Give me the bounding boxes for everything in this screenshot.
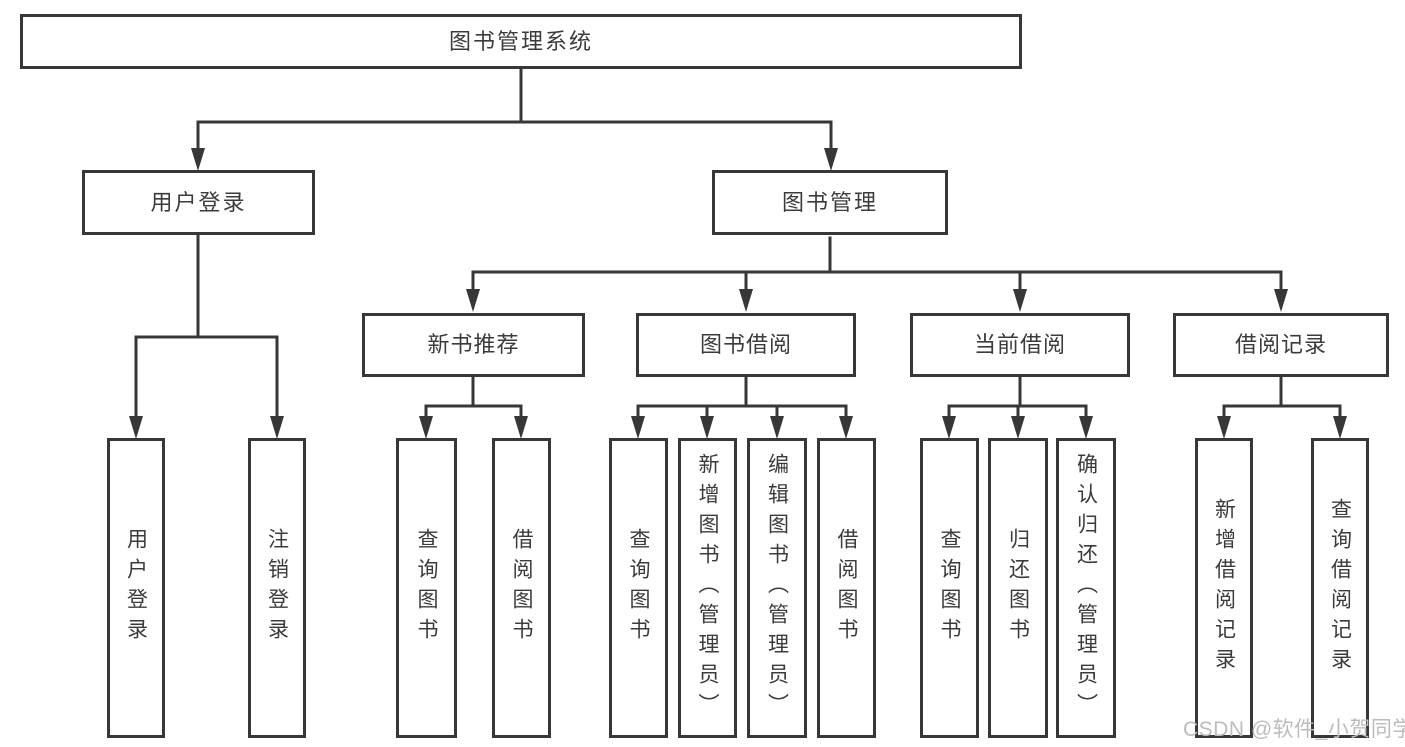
leaf-query-books-2: 查询图书 — [609, 438, 668, 738]
leaf-edit-book-admin: 编辑图书（管理员） — [747, 438, 807, 738]
node-library-management-system: 图书管理系统 — [20, 14, 1022, 69]
leaf-add-borrow-record: 新增借阅记录 — [1195, 438, 1253, 738]
node-book-borrowing: 图书借阅 — [636, 313, 856, 377]
leaf-query-books-3: 查询图书 — [920, 438, 979, 738]
leaf-logout: 注销登录 — [248, 438, 306, 738]
leaf-query-borrow-record: 查询借阅记录 — [1311, 438, 1369, 738]
leaf-confirm-return-admin: 确认归还（管理员） — [1056, 438, 1116, 738]
watermark-text: CSDN @软件_小贺同学 — [1183, 718, 1405, 741]
node-new-book-recommendation: 新书推荐 — [362, 313, 585, 377]
node-user-login: 用户登录 — [82, 170, 315, 235]
node-book-management: 图书管理 — [712, 170, 948, 235]
node-borrowing-records: 借阅记录 — [1173, 313, 1389, 377]
node-current-borrowing: 当前借阅 — [910, 313, 1130, 377]
leaf-add-book-admin: 新增图书（管理员） — [678, 438, 737, 738]
leaf-query-books-1: 查询图书 — [396, 438, 457, 738]
leaf-return-book: 归还图书 — [988, 438, 1048, 738]
leaf-user-login: 用户登录 — [107, 438, 165, 738]
leaf-borrow-books-2: 借阅图书 — [817, 438, 876, 738]
leaf-borrow-books-1: 借阅图书 — [492, 438, 551, 738]
